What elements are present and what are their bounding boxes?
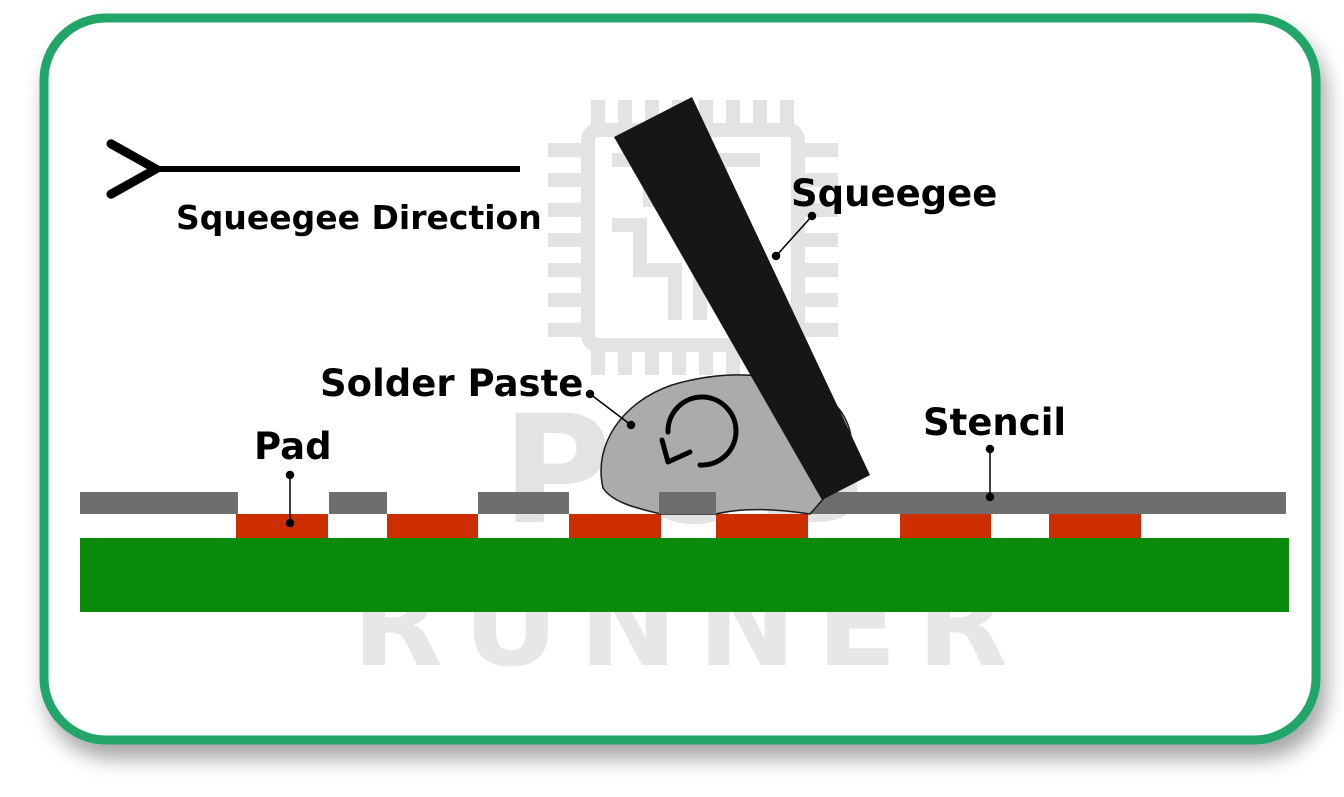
squeegee-blade	[614, 97, 870, 500]
label-pad: Pad	[254, 425, 332, 468]
pad-5	[900, 514, 991, 538]
stencil-segment-4	[808, 492, 1286, 514]
rotation-arrow-icon	[659, 394, 739, 468]
label-squeegee-direction: Squeegee Direction	[176, 198, 542, 237]
stencil-segment-3	[478, 492, 569, 514]
pads	[236, 514, 1141, 538]
pad-6	[1049, 514, 1141, 538]
stencil	[80, 492, 1286, 514]
label-squeegee: Squeegee	[791, 172, 997, 215]
pad-4	[716, 514, 808, 538]
stencil-segment-under-paste	[659, 492, 716, 514]
label-solder-paste: Solder Paste	[320, 362, 583, 405]
pad-3	[569, 514, 661, 538]
pad-2	[387, 514, 478, 538]
pad-1	[236, 514, 328, 538]
label-stencil: Stencil	[923, 401, 1066, 444]
stencil-segment-2	[329, 492, 387, 514]
stencil-segment-1	[80, 492, 238, 514]
pcb-board	[80, 538, 1289, 612]
leader-lines	[285, 211, 995, 528]
